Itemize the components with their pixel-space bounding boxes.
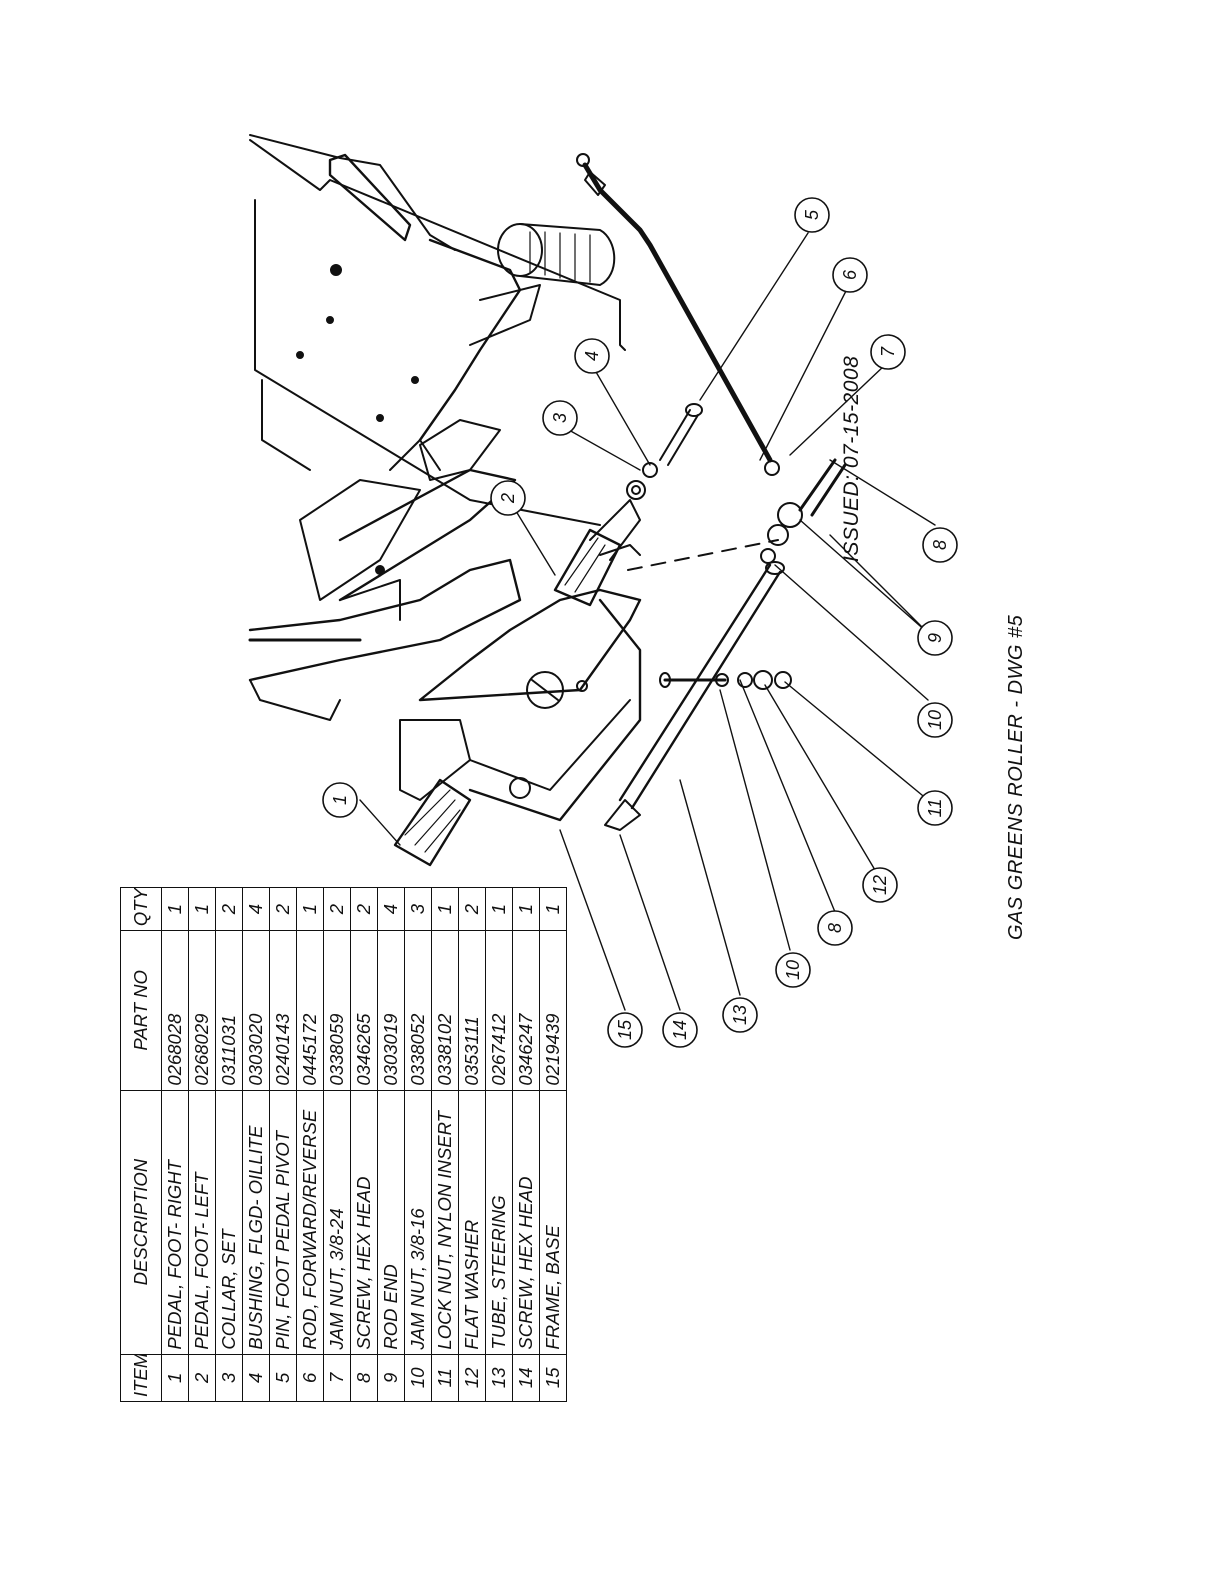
callout-circle [917, 620, 953, 656]
callout-circle [662, 1012, 698, 1048]
callout-balloon: 4 [574, 338, 610, 374]
callout-circle [574, 338, 610, 374]
foot-pedal-left-drawing [553, 499, 641, 607]
callout-label: 10 [783, 960, 803, 980]
callout-circle [542, 400, 578, 436]
callout-label: 8 [930, 540, 950, 550]
callout-circle [817, 910, 853, 946]
callout-balloon: 12 [862, 867, 898, 903]
callout-circle [870, 334, 906, 370]
base-frame-drawing [248, 134, 642, 822]
callout-circle [832, 257, 868, 293]
callout-label: 4 [582, 351, 602, 361]
callout-label: 8 [825, 923, 845, 933]
callout-circle [862, 867, 898, 903]
callout-balloon: 9 [917, 620, 953, 656]
steering-tube-drawing [604, 561, 785, 831]
callout-balloon: 5 [794, 197, 830, 233]
callout-circle [922, 527, 958, 563]
forward-reverse-rod-drawing [576, 153, 773, 463]
foot-pedal-right-drawing [393, 778, 472, 867]
callout-label: 3 [550, 413, 570, 423]
callout-circle [607, 1012, 643, 1048]
callout-label: 9 [925, 633, 945, 643]
callout-label: 7 [878, 346, 898, 357]
callout-circle [775, 952, 811, 988]
callout-circle [794, 197, 830, 233]
callout-circle [917, 790, 953, 826]
callout-balloon: 6 [832, 257, 868, 293]
callout-label: 14 [670, 1020, 690, 1040]
callout-circle [490, 480, 526, 516]
callout-balloon: 2 [490, 480, 526, 516]
callout-balloon: 7 [870, 334, 906, 370]
callout-label: 2 [498, 493, 518, 504]
callout-balloon: 8 [922, 527, 958, 563]
callout-balloon: 11 [917, 790, 953, 826]
callout-circle [722, 997, 758, 1033]
callout-balloon: 8 [817, 910, 853, 946]
callout-label: 6 [840, 269, 860, 280]
callout-label: 12 [870, 875, 890, 895]
callout-balloon: 10 [775, 952, 811, 988]
callout-circle [322, 782, 358, 818]
callout-balloon: 14 [662, 1012, 698, 1048]
callout-label: 5 [802, 209, 822, 220]
callout-label: 13 [730, 1005, 750, 1025]
callout-circle [917, 702, 953, 738]
callout-balloon: 10 [917, 702, 953, 738]
callout-balloon: 1 [322, 782, 358, 818]
leader-lines [359, 232, 936, 1011]
pivot-hardware-drawing [626, 403, 780, 500]
callout-balloon: 13 [722, 997, 758, 1033]
callout-label: 10 [925, 710, 945, 730]
callout-label: 1 [330, 795, 350, 805]
callout-label: 11 [925, 799, 945, 818]
callout-balloon: 15 [607, 1012, 643, 1048]
callout-label: 15 [615, 1019, 635, 1040]
lower-hardware-drawing [659, 670, 792, 690]
rod-end-hardware-drawing [627, 458, 847, 571]
callout-balloon: 3 [542, 400, 578, 436]
